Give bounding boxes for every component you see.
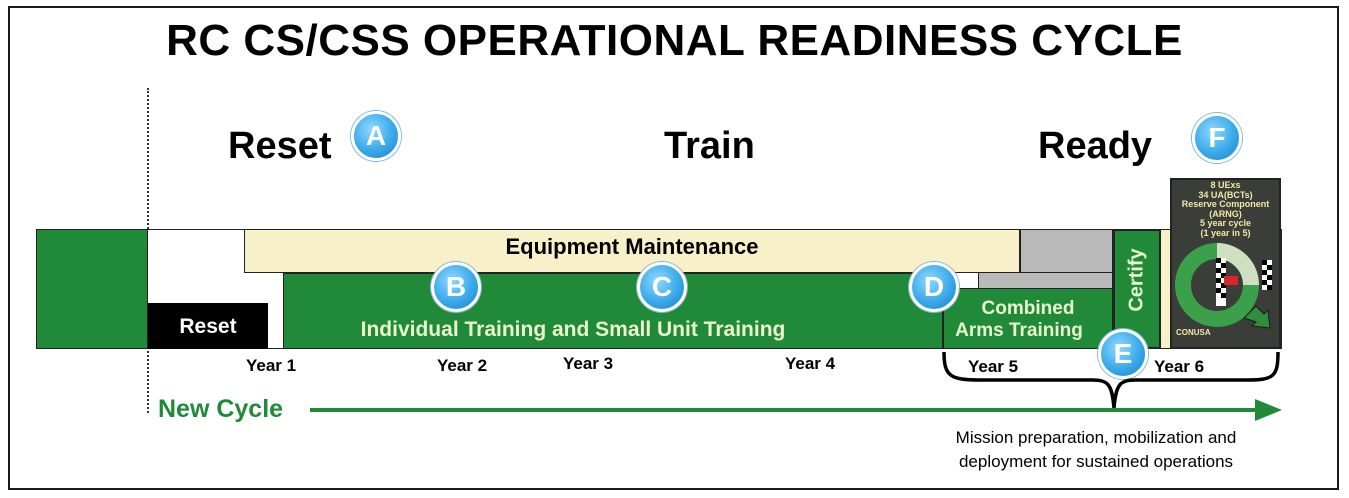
inset-line-2: 34 UA(BCTs) [1198,189,1253,200]
certify-label: Certify [1125,248,1148,312]
badge-c: C [637,262,687,312]
year-2-label: Year 2 [437,356,488,375]
equipment-maintenance-bar: Equipment Maintenance [244,229,1020,273]
new-cycle-arrow [310,399,1282,421]
deployment-caption-line2: deployment for sustained operations [958,452,1234,471]
individual-training-label: Individual Training and Small Unit Train… [360,318,786,341]
year-6-label: Year 6 [1154,357,1205,376]
maintenance-gray-step [978,273,1113,288]
badge-d: D [909,262,959,312]
inset-line-3: Reserve Component [1181,199,1270,209]
inset-ring-highlight [1216,243,1259,286]
force-generation-inset: 8 UExs 34 UA(BCTs) Reserve Component (AR… [1170,178,1281,349]
inset-line-5: 5 year cycle [1199,218,1252,228]
deployment-caption-line1: Mission preparation, mobilization and [955,428,1237,447]
reset-bar-label: Reset [179,315,237,338]
reset-bar: Reset [148,303,268,349]
inset-line-6: (1 year in 5) [1200,227,1251,238]
badge-e: E [1098,329,1148,379]
diagram-frame [8,6,1339,490]
year-3-label: Year 3 [563,354,614,373]
phase-ready-heading: Ready [1038,125,1153,167]
badge-f: F [1192,113,1242,163]
deployment-caption: Mission preparation, mobilization and de… [918,426,1274,474]
new-cycle-label: New Cycle [158,395,284,423]
inset-red-marker [1224,276,1238,285]
diagram-title: RC CS/CSS OPERATIONAL READINESS CYCLE [166,16,1183,65]
inset-arrow-icon [1243,305,1271,329]
year-4-label: Year 4 [785,354,836,373]
inset-cycle-graphic [1175,243,1272,329]
combined-arms-label-line1: Combined [981,298,1075,319]
maintenance-gray-block [1020,229,1113,273]
badge-a: A [351,111,401,161]
year-5-label: Year 5 [968,357,1019,376]
phase-reset-heading: Reset [228,125,332,167]
badge-b: B [431,262,481,312]
phase-train-heading: Train [664,125,755,167]
combined-arms-training-bar: Combined Arms Training [943,288,1113,349]
inset-conusa-label: CONUSA [1176,328,1211,337]
year-1-label: Year 1 [246,356,297,375]
combined-arms-label-line2: Arms Training [955,320,1083,341]
equipment-maintenance-label: Equipment Maintenance [505,234,759,259]
individual-training-bar: Individual Training and Small Unit Train… [283,273,943,349]
prior-cycle-block [36,229,148,349]
inset-line-1: 8 UExs [1210,180,1241,190]
inset-line-4: (ARNG) [1209,208,1242,219]
certify-cream-strip [1161,229,1171,349]
